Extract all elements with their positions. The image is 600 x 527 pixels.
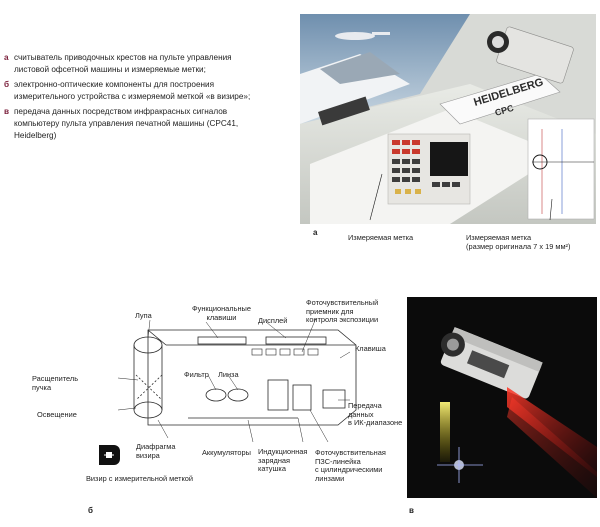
label-photo-receiver: Фоточувствительный приемник для контроля… (306, 298, 379, 325)
caption-letter: в (4, 107, 10, 117)
label-photo-receiver-text: Фоточувствительный приемник для контроля… (306, 298, 379, 325)
label-coil: Индукционная зарядная катушка (258, 447, 308, 474)
caption-letter: б (4, 80, 10, 90)
console-photo-illustration: HEIDELBERG CPC (300, 14, 596, 224)
caption-text: передача данных посредством инфракрасных… (14, 107, 239, 140)
label-diaphragm: Диафрагма визира (136, 442, 176, 460)
figure-c-photo (407, 297, 597, 498)
label-measured-mark-2: Измеряемая метка (466, 233, 532, 242)
figure-a-photo: HEIDELBERG CPC (300, 14, 596, 224)
caption-text: электронно-оптические компоненты для пос… (14, 80, 251, 101)
caption-letter: а (4, 53, 9, 62)
label-illumination: Освещение (37, 410, 77, 419)
label-original-size-text: (размер оригинала 7 x 19 мм²) (466, 242, 571, 251)
label-func-keys-text: Функциональные клавиши (192, 304, 251, 322)
label-filter: Фильтр (184, 370, 209, 379)
figure-b-diagram (117, 317, 357, 443)
viewfinder-icon (99, 445, 120, 465)
label-original-size: (размер оригинала 7 x 19 мм²) (466, 242, 571, 252)
label-ccd-text: Фоточувствительная ПЗС-линейка с цилиндр… (315, 448, 386, 483)
figure-b-letter: б (88, 506, 93, 515)
label-batteries: Аккумуляторы (202, 448, 251, 457)
figure-c-letter: в (409, 506, 414, 515)
label-key: Клавиша (355, 344, 386, 353)
label-splitter-text: Расщепитель пучка (32, 374, 79, 392)
label-splitter: Расщепитель пучка (32, 374, 79, 392)
label-coil-text: Индукционная зарядная катушка (258, 447, 308, 474)
label-ccd: Фоточувствительная ПЗС-линейка с цилиндр… (315, 448, 386, 483)
caption-text: считыватель приводочных крестов на пульт… (14, 53, 232, 74)
caption-list: а считыватель приводочных крестов на пул… (4, 52, 266, 145)
caption-item-a: а считыватель приводочных крестов на пул… (4, 52, 266, 75)
label-ir-text: Передача данных в ИК-диапазоне (348, 401, 403, 428)
caption-item-c: в передача данных посредством инфракрасн… (4, 106, 266, 141)
caption-item-b: б электронно-оптические компоненты для п… (4, 79, 266, 102)
label-func-keys: Функциональные клавиши (192, 304, 251, 322)
label-display: Дисплей (258, 316, 288, 325)
label-diaphragm-text: Диафрагма визира (136, 442, 176, 460)
label-viewfinder: Визир с измерительной меткой (86, 474, 194, 483)
label-ir: Передача данных в ИК-диапазоне (348, 401, 403, 428)
ir-device-photo-illustration (407, 297, 597, 498)
label-measured-mark: Измеряемая метка (348, 233, 414, 242)
label-lens: Линза (218, 370, 239, 379)
figure-a-letter: а (313, 228, 318, 237)
label-lupa: Лупа (135, 311, 152, 320)
